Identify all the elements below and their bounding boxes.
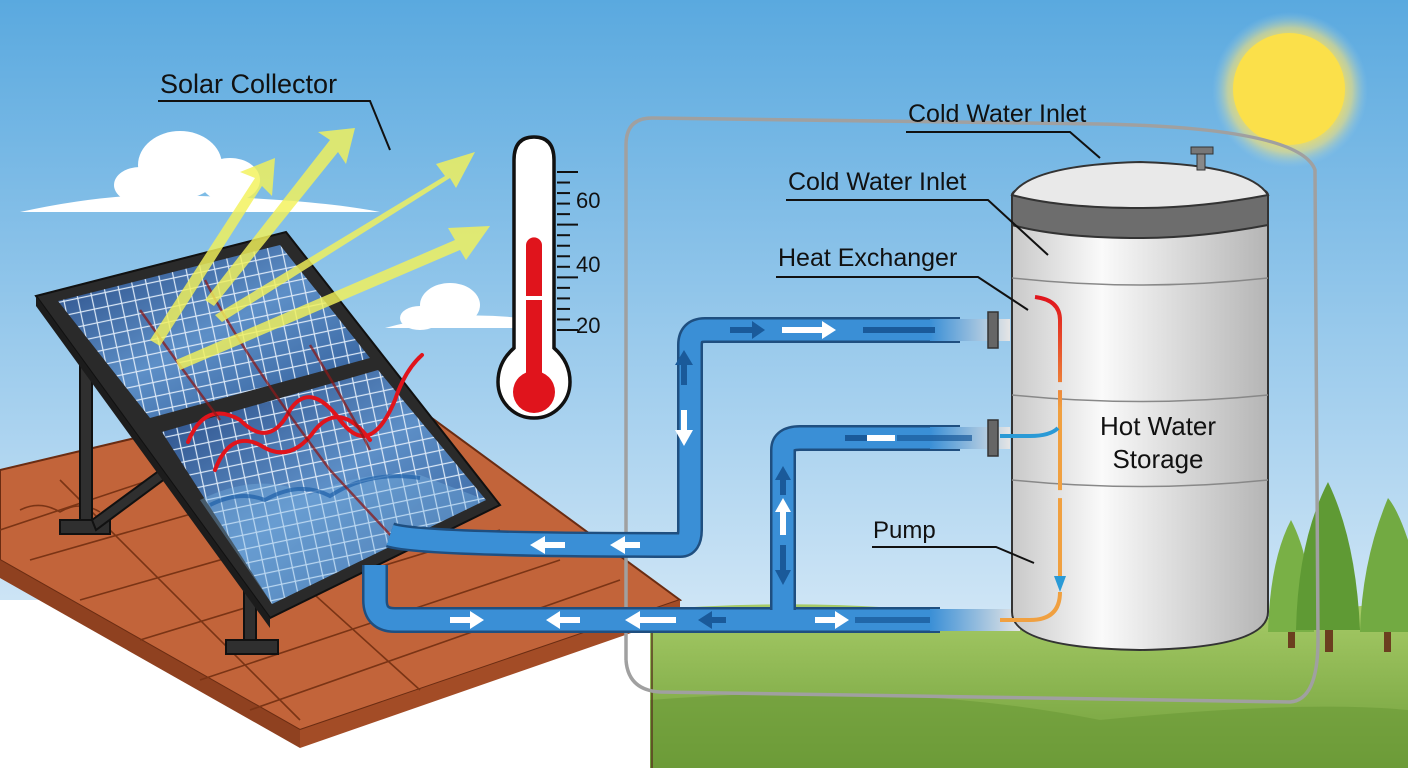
- solar-collector-panel: [34, 230, 502, 628]
- sun-rays: [150, 128, 490, 370]
- hot-water-line: [1034, 295, 1062, 578]
- panel-stand: [59, 359, 279, 655]
- pipes: [362, 317, 1020, 633]
- arrow-left-icon: [530, 536, 565, 554]
- sun-icon: [1233, 33, 1345, 145]
- thermometer-scale-20: 20: [576, 313, 600, 338]
- arrow-down-icon: [1054, 576, 1066, 592]
- arrow-left-icon: [610, 536, 640, 554]
- arrow-up-icon: [775, 498, 791, 535]
- leader-heat-exchanger: [776, 276, 1029, 311]
- label-heat-exchanger: Heat Exchanger: [778, 244, 957, 272]
- cloud-icon: [385, 283, 520, 330]
- cold-water-line: [624, 116, 1320, 704]
- thermometer-scale-40: 40: [576, 252, 600, 277]
- arrow-left-icon: [698, 611, 726, 629]
- label-cold-water-inlet-top: Cold Water Inlet: [908, 100, 1086, 128]
- arrow-down-icon: [675, 410, 693, 446]
- label-solar-collector: Solar Collector: [160, 69, 337, 99]
- arrow-right-icon: [730, 321, 765, 339]
- heat-waves: [186, 353, 424, 472]
- label-pump: Pump: [873, 517, 936, 544]
- leader-cold-water-inlet-top: [906, 131, 1101, 159]
- flow-arrows: [450, 321, 972, 629]
- hot-water-storage-tank: [1000, 146, 1270, 652]
- arrow-left-icon: [546, 611, 580, 629]
- arrow-right-icon: [450, 611, 484, 629]
- label-hot-water-storage-2: Storage: [1112, 444, 1203, 474]
- thermometer-scale-60: 60: [576, 188, 600, 213]
- arrow-down-icon: [775, 545, 791, 585]
- arrow-right-icon: [782, 321, 836, 339]
- leader-solar-collector: [158, 100, 391, 151]
- trees: [1268, 482, 1408, 652]
- arrow-up-icon: [775, 466, 791, 495]
- pipe-fittings: [987, 311, 999, 457]
- label-hot-water-storage-1: Hot Water: [1100, 411, 1216, 441]
- thermometer: [496, 135, 578, 420]
- leader-pump: [872, 546, 1035, 564]
- thermometer-fill: [526, 237, 542, 400]
- arrow-up-icon: [675, 350, 693, 385]
- leader-cold-water-inlet-tank: [786, 199, 1049, 256]
- arrow-right-icon: [815, 611, 849, 629]
- arrow-left-icon: [625, 611, 676, 629]
- label-cold-water-inlet-tank: Cold Water Inlet: [788, 168, 966, 196]
